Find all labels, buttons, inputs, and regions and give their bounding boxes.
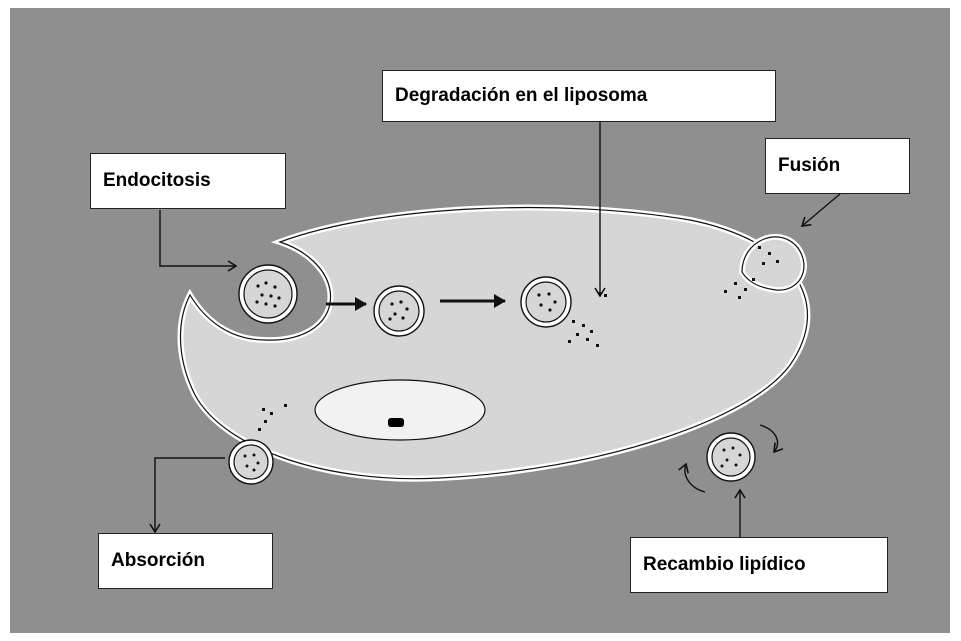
label-degradacion: Degradación en el liposoma	[382, 70, 776, 122]
nucleus	[315, 380, 485, 440]
endosome-vesicle	[374, 286, 424, 336]
liposome-endocytosis	[239, 265, 297, 323]
absorcion-pointer	[155, 458, 225, 532]
cell-body	[180, 208, 807, 479]
fusion-pointer	[802, 194, 840, 226]
nucleolus	[388, 418, 404, 427]
exchange-arrow-in	[685, 464, 705, 492]
liposome-lipid-exchange	[685, 425, 778, 492]
label-absorcion: Absorción	[98, 533, 273, 589]
label-recambio: Recambio lipídico	[630, 537, 888, 593]
lysosome-vesicle	[521, 277, 571, 327]
label-fusion: Fusión	[765, 138, 910, 194]
endocitosis-pointer	[160, 210, 236, 266]
exchange-arrow-out	[760, 425, 778, 452]
label-endocitosis: Endocitosis	[90, 153, 286, 209]
